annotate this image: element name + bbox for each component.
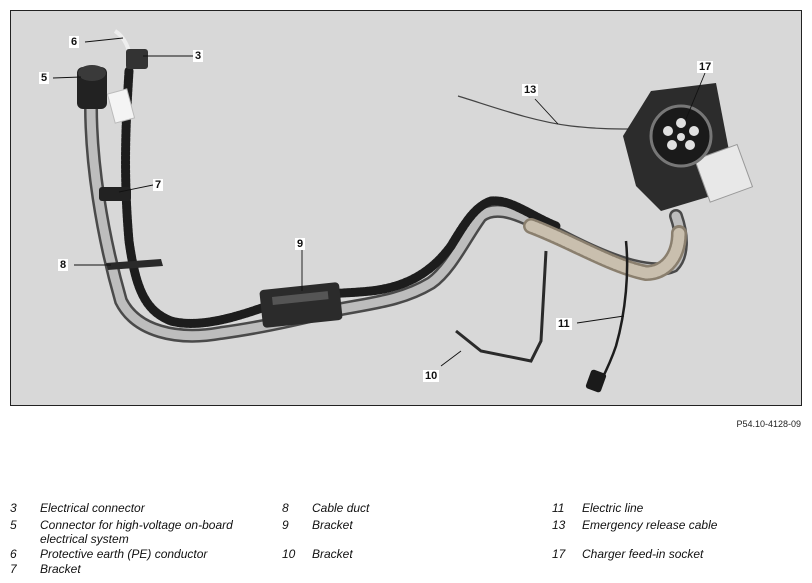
legend-number: 10: [282, 547, 296, 561]
legend-text: Electric line: [582, 501, 644, 515]
legend-number: 9: [282, 518, 289, 532]
legend-text: Bracket: [312, 547, 353, 561]
legend: 3 Electrical connector 5 Connector for h…: [0, 501, 812, 583]
legend-text: Charger feed-in socket: [582, 547, 704, 561]
callout-7: 7: [153, 179, 164, 191]
black-cable-duct: [121, 66, 561, 328]
callout-10: 10: [423, 370, 440, 382]
braided-sleeve-texture: [525, 220, 685, 279]
socket-pin: [663, 126, 673, 136]
leader-7: [118, 184, 154, 193]
legend-number: 17: [552, 547, 566, 561]
leader-11: [576, 315, 625, 324]
socket-pin: [685, 140, 695, 150]
bracket-9-shape: [259, 282, 343, 328]
electric-line: [599, 240, 629, 382]
bracket-7-shape: [99, 187, 131, 201]
callout-3: 3: [193, 50, 204, 62]
callout-5: 5: [39, 72, 50, 84]
connector-3-shape: [126, 49, 148, 69]
hv-cable-fill: [86, 101, 686, 341]
legend-text: Connector for high-voltage on-board elec…: [40, 518, 233, 546]
callout-8: 8: [58, 259, 69, 271]
electric-line-plug: [585, 369, 607, 393]
legend-number: 5: [10, 518, 17, 532]
leader-lines: [52, 37, 706, 367]
wiring-harness-figure: 6 3 5 13 17 7 9 8 11 10: [10, 10, 802, 406]
label-tag: [106, 88, 136, 124]
legend-number: 13: [552, 518, 566, 532]
legend-text: Bracket: [40, 562, 81, 576]
legend-number: 3: [10, 501, 17, 515]
legend-text: Protective earth (PE) conductor: [40, 547, 208, 561]
socket-pin: [667, 140, 677, 150]
legend-text: Emergency release cable: [582, 518, 718, 532]
connector-5-face: [78, 65, 106, 81]
legend-text: Cable duct: [312, 501, 370, 515]
legend-text: Electrical connector: [40, 501, 145, 515]
emergency-release-cable: [457, 95, 637, 130]
legend-number: 8: [282, 501, 289, 515]
callout-6: 6: [69, 36, 80, 48]
socket-pin: [689, 126, 699, 136]
leader-13: [534, 98, 559, 125]
leader-10: [440, 350, 462, 367]
socket-pin: [676, 118, 686, 128]
bracket-10-shape: [455, 250, 548, 363]
callout-9: 9: [295, 238, 306, 250]
socket-box: [694, 143, 754, 203]
leader-17: [685, 72, 706, 120]
legend-number: 6: [10, 547, 17, 561]
bracket-9-detail: [272, 291, 329, 305]
callout-13: 13: [522, 84, 539, 96]
cable-duct-8-shape: [106, 259, 163, 270]
legend-number: 11: [552, 501, 565, 515]
socket-pin: [677, 133, 685, 141]
leader-5: [52, 76, 82, 79]
legend-text: Bracket: [312, 518, 353, 532]
legend-number: 7: [10, 562, 17, 576]
figure-reference-code: P54.10-4128-09: [736, 419, 801, 429]
callout-17: 17: [697, 61, 714, 73]
harness-illustration: [52, 29, 754, 393]
callout-11: 11: [556, 318, 572, 330]
leader-6: [84, 37, 124, 43]
